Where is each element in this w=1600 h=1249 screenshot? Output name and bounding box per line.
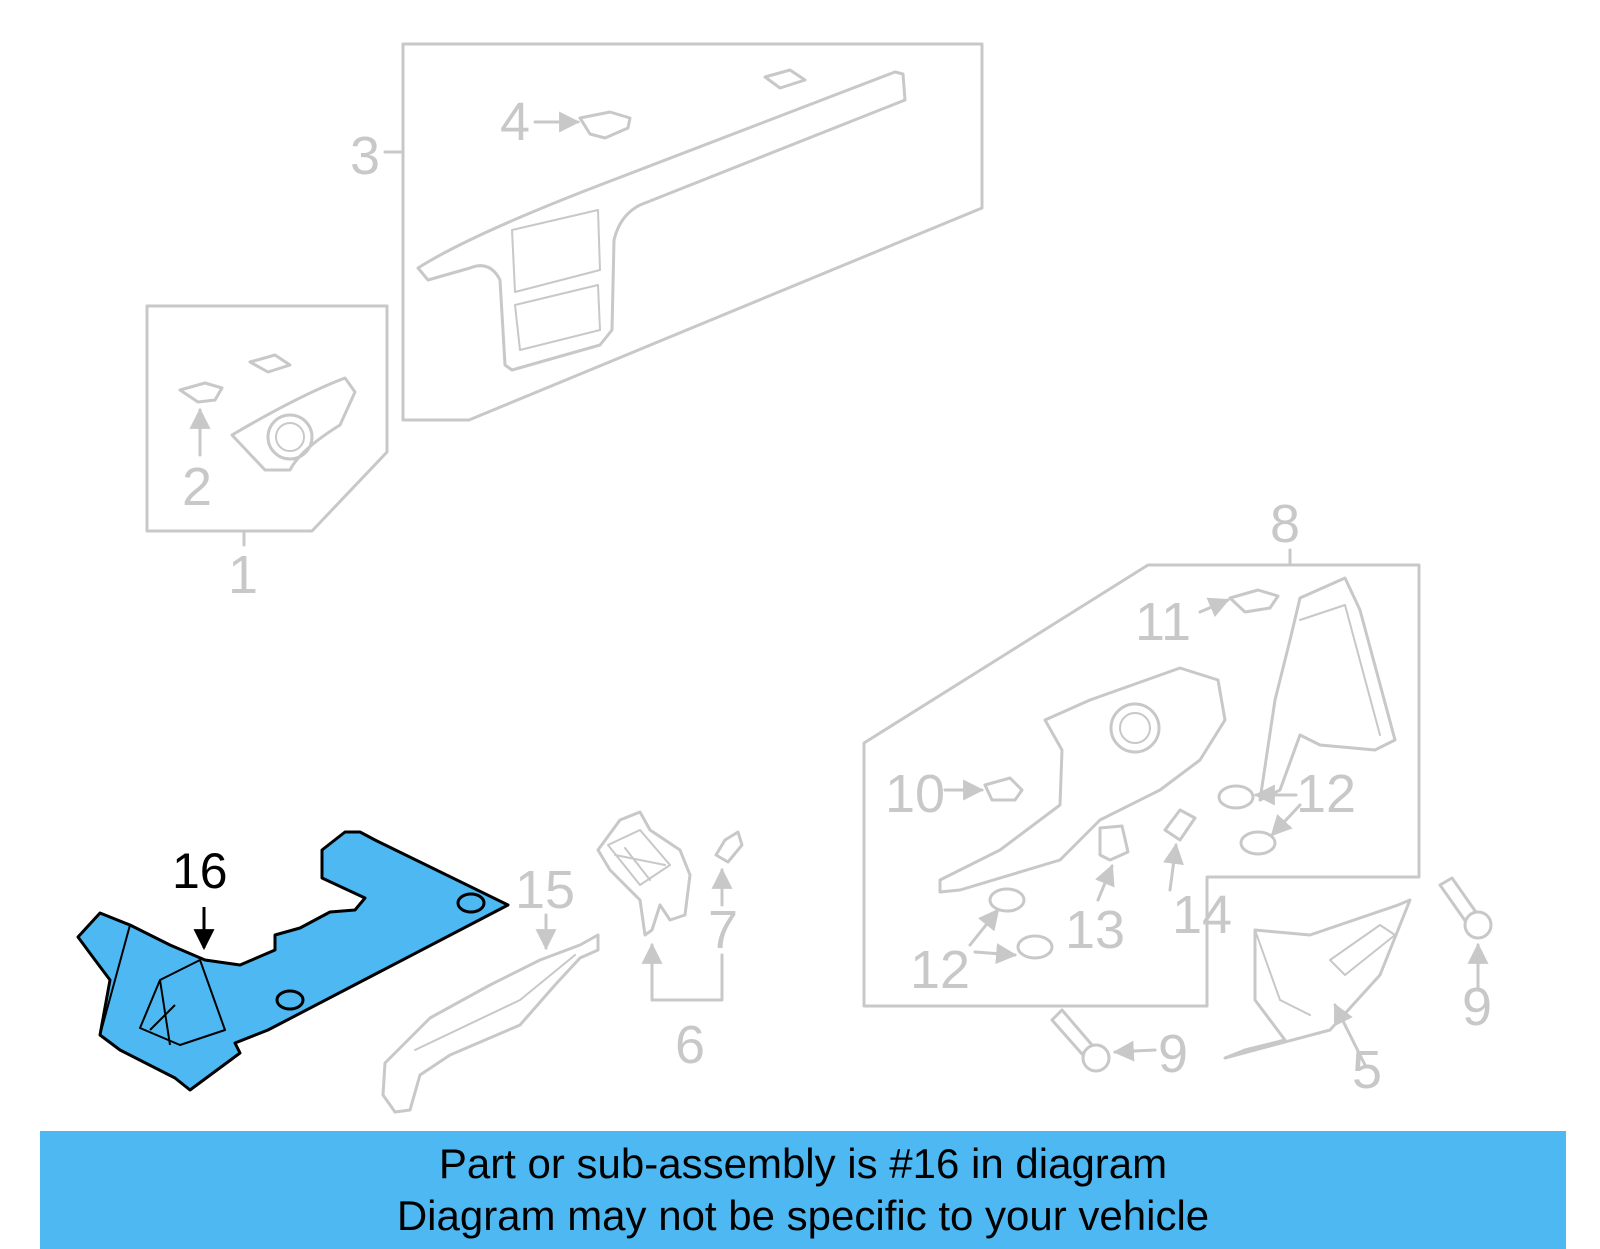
- part-8-group[interactable]: [862, 548, 1421, 1008]
- callout-6: 6: [675, 1015, 705, 1075]
- callout-13: 13: [1065, 900, 1125, 960]
- callout-9b: 9: [1158, 1024, 1188, 1084]
- part-3-group[interactable]: [383, 42, 984, 422]
- part-16-highlighted[interactable]: [76, 830, 510, 1092]
- callout-12b: 12: [910, 940, 970, 1000]
- part-15-trim[interactable]: [381, 913, 600, 1114]
- part-16-shape: [76, 830, 510, 1092]
- callout-10: 10: [885, 764, 945, 824]
- callout-3: 3: [350, 126, 380, 186]
- info-banner: Part or sub-assembly is #16 in diagram D…: [40, 1131, 1566, 1249]
- callout-4: 4: [500, 92, 530, 152]
- part-6-group[interactable]: [596, 810, 744, 1002]
- callout-5: 5: [1352, 1040, 1382, 1100]
- callout-11: 11: [1135, 592, 1191, 652]
- callout-16: 16: [172, 843, 228, 899]
- callout-8: 8: [1270, 494, 1300, 554]
- banner-line-2: Diagram may not be specific to your vehi…: [396, 1192, 1210, 1239]
- callout-1: 1: [228, 545, 258, 605]
- part-9-bolt-left[interactable]: [1050, 1008, 1157, 1073]
- part-5-glove-box[interactable]: [1223, 898, 1412, 1067]
- callout-14: 14: [1172, 885, 1232, 945]
- part-9-bolt-right[interactable]: [1438, 876, 1493, 992]
- callout-15: 15: [515, 860, 575, 920]
- part-1-group[interactable]: [145, 304, 389, 547]
- callout-7: 7: [708, 900, 738, 960]
- callout-9a: 9: [1462, 977, 1492, 1037]
- callout-12a: 12: [1296, 764, 1356, 824]
- callout-2: 2: [182, 457, 212, 517]
- banner-line-1: Part or sub-assembly is #16 in diagram: [438, 1140, 1168, 1187]
